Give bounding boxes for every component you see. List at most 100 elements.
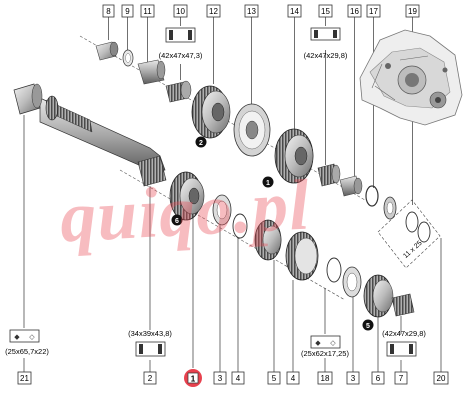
callout-1-label: 1: [191, 375, 196, 384]
bearing-21[interactable]: [13, 83, 43, 115]
needle-bearing-2[interactable]: [137, 155, 167, 187]
callout-4-label: 4: [236, 374, 241, 383]
circlip-17[interactable]: [365, 185, 379, 207]
callout-3b[interactable]: 3: [346, 371, 360, 385]
svg-text:◇: ◇: [29, 334, 35, 341]
synchro-ring-3b[interactable]: [342, 266, 362, 298]
synchro-hub-13[interactable]: [233, 103, 271, 157]
marker-6-label: 6: [175, 218, 179, 225]
callout-15-label: 15: [321, 7, 330, 16]
svg-text:◆: ◆: [315, 340, 321, 347]
bearing-icon-15: [310, 27, 341, 41]
svg-text:◇: ◇: [330, 340, 336, 347]
callout-18-label: 18: [321, 374, 330, 383]
marker-6: 6: [171, 214, 183, 226]
callout-3-label: 3: [218, 374, 223, 383]
svg-text:◆: ◆: [14, 334, 20, 341]
bearing-icon-2: [135, 341, 166, 357]
marker-2: 2: [195, 136, 207, 148]
callout-4[interactable]: 4: [231, 371, 245, 385]
callout-20[interactable]: 20: [433, 371, 449, 385]
bearing-icon-10: [165, 27, 196, 43]
marker-1: 1: [262, 176, 274, 188]
needle-bearing-11[interactable]: [137, 59, 166, 85]
callout-15[interactable]: 15: [318, 4, 333, 18]
dimension-15: (42x47x29,8): [304, 51, 348, 60]
dimension-18: (25x62x17,25): [301, 349, 349, 358]
callout-9-label: 9: [125, 7, 130, 16]
callout-3[interactable]: 3: [213, 371, 227, 385]
seal-kit-19[interactable]: [377, 199, 441, 269]
callout-19-label: 19: [408, 7, 417, 16]
callout-10[interactable]: 10: [173, 4, 188, 18]
marker-2-label: 2: [199, 140, 203, 147]
spacer-16[interactable]: [339, 175, 363, 197]
callout-13-label: 13: [247, 7, 256, 16]
gearbox-housing-illustration: [359, 29, 463, 126]
main-shaft[interactable]: [39, 95, 166, 173]
callout-6-label: 6: [376, 374, 381, 383]
callout-6[interactable]: 6: [371, 371, 385, 385]
bearing-10[interactable]: [165, 80, 192, 103]
callout-12-label: 12: [209, 7, 218, 16]
callout-5[interactable]: 5: [267, 371, 281, 385]
sleeve-5b[interactable]: [285, 231, 319, 281]
bottom-callouts: 21 2 1 3 4 5 4 18: [17, 369, 449, 387]
callout-11[interactable]: 11: [140, 4, 155, 18]
callout-20-label: 20: [437, 374, 446, 383]
dimension-2: (34x39x43,8): [128, 329, 172, 338]
dimension-21: (25x65,7x22): [5, 347, 49, 356]
dimension-7: (42x47x29,8): [382, 329, 426, 338]
callout-10-label: 10: [176, 7, 185, 16]
marker-5-label: 5: [366, 323, 370, 330]
bearing-icon-7: [386, 341, 417, 357]
spring-ring-4[interactable]: [232, 213, 248, 239]
top-callouts: 8 9 11 10 12 13 14 15: [102, 4, 420, 18]
bearing-7[interactable]: [391, 293, 415, 317]
callout-4b[interactable]: 4: [286, 371, 300, 385]
bearing-right[interactable]: [383, 196, 397, 220]
synchro-hub-5[interactable]: [254, 219, 282, 261]
callout-2[interactable]: 2: [143, 371, 157, 385]
callout-3b-label: 3: [351, 374, 356, 383]
gear-6b[interactable]: [363, 274, 394, 318]
callout-21-label: 21: [20, 374, 29, 383]
callout-1-highlighted[interactable]: 1: [184, 369, 202, 387]
bottom-leader-lines: [23, 115, 442, 372]
callout-19[interactable]: 19: [405, 4, 420, 18]
callout-7-label: 7: [399, 374, 404, 383]
bearing-icon-21: ◆ ◇: [9, 329, 40, 343]
callout-14[interactable]: 14: [287, 4, 302, 18]
callout-16-label: 16: [350, 7, 359, 16]
callout-5-label: 5: [272, 374, 277, 383]
callout-2-label: 2: [148, 374, 153, 383]
synchro-ring-3[interactable]: [212, 194, 232, 226]
callout-16[interactable]: 16: [347, 4, 362, 18]
callout-7[interactable]: 7: [394, 371, 408, 385]
callout-8[interactable]: 8: [102, 4, 115, 18]
callout-17-label: 17: [369, 7, 378, 16]
bearing-icon-18: ◆ ◇: [310, 335, 341, 349]
bearing-15[interactable]: [317, 163, 341, 187]
gear-12[interactable]: [191, 85, 231, 139]
callout-13[interactable]: 13: [244, 4, 259, 18]
callout-12[interactable]: 12: [206, 4, 221, 18]
spring-ring-4b[interactable]: [326, 257, 342, 283]
washer-9[interactable]: [122, 49, 134, 67]
gear-6[interactable]: [169, 171, 205, 221]
callout-11-label: 11: [143, 7, 152, 16]
marker-5: 5: [362, 319, 374, 331]
marker-1-label: 1: [266, 180, 270, 187]
callout-21[interactable]: 21: [17, 371, 32, 385]
dimension-19: 11 x 25: [402, 240, 423, 260]
callout-14-label: 14: [290, 7, 299, 16]
callout-4b-label: 4: [291, 374, 296, 383]
gear-14[interactable]: [274, 128, 314, 184]
callout-9[interactable]: 9: [121, 4, 134, 18]
callout-17[interactable]: 17: [366, 4, 381, 18]
callout-18[interactable]: 18: [317, 371, 333, 385]
callout-8-label: 8: [106, 7, 111, 16]
bearing-8[interactable]: [95, 41, 119, 61]
dimension-10: (42x47x47,3): [159, 51, 203, 60]
